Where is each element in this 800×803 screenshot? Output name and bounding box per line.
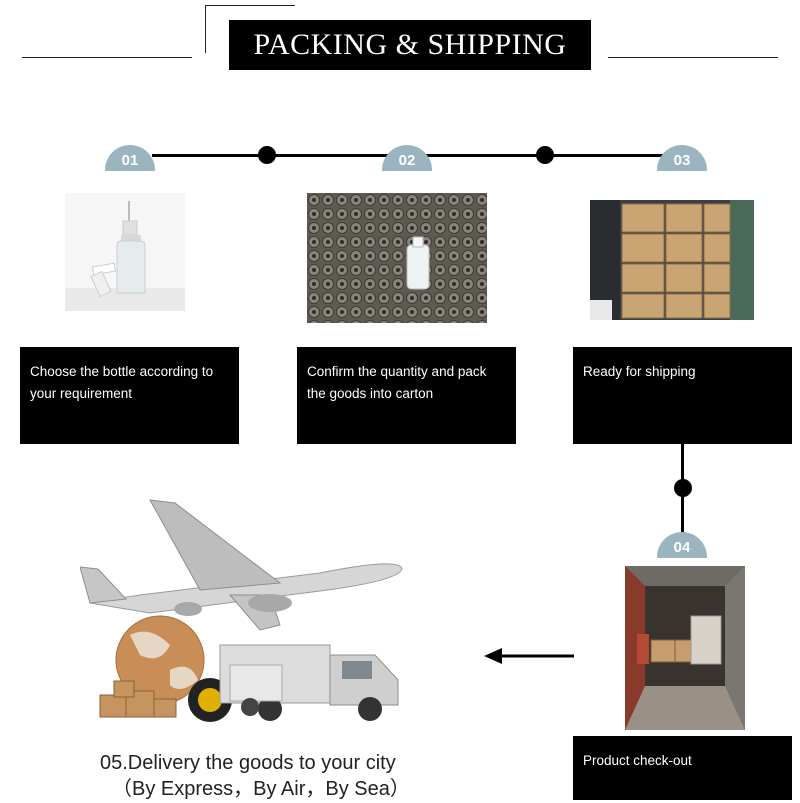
step-caption-4: Product check-out: [573, 736, 792, 800]
container-photo: [625, 566, 745, 730]
arrow-left-icon: [484, 646, 574, 666]
cartons-photo: [590, 200, 754, 320]
timeline-dot: [536, 146, 554, 164]
boxes-icon: [99, 680, 177, 718]
timeline-dot: [258, 146, 276, 164]
bottle-photo: [65, 193, 185, 311]
packing-photo: [307, 193, 487, 323]
step-number-1: 01: [105, 145, 155, 171]
header-rule-left: [22, 57, 192, 58]
header-corner-top: [205, 5, 295, 6]
page-title: PACKING & SHIPPING: [229, 20, 591, 70]
delivery-line-1: 05.Delivery the goods to your city: [100, 752, 396, 774]
header-corner-side: [205, 5, 206, 53]
step-number-2: 02: [382, 145, 432, 171]
truck-icon: [219, 644, 399, 721]
step-caption-3: Ready for shipping: [573, 347, 792, 444]
step-number-4: 04: [657, 532, 707, 558]
delivery-illustration: [79, 495, 420, 735]
airplane-icon: [79, 499, 403, 631]
step-caption-1: Choose the bottle according to your requ…: [20, 347, 239, 444]
step-caption-2: Confirm the quantity and pack the goods …: [297, 347, 516, 444]
globe-icon: [115, 615, 205, 705]
timeline-dot: [674, 479, 692, 497]
step-number-3: 03: [657, 145, 707, 171]
delivery-line-2: （By Express，By Air，By Sea）: [112, 778, 410, 800]
header-rule-right: [608, 57, 778, 58]
